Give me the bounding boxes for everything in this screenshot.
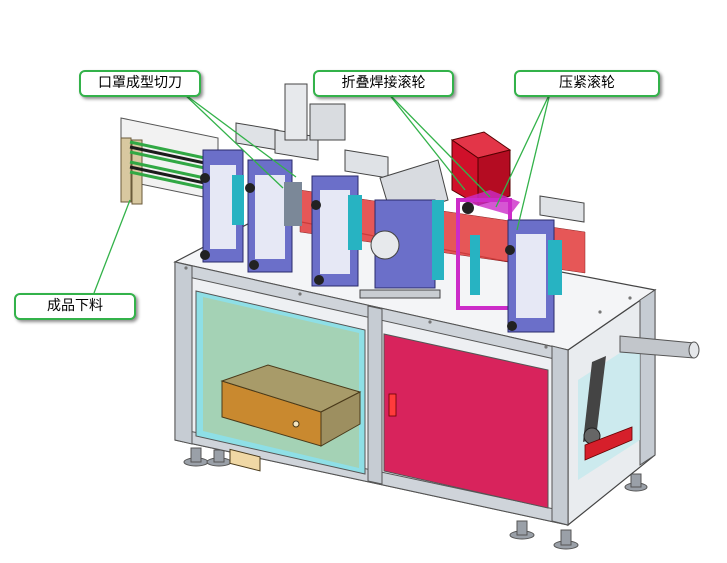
- station-3: [311, 149, 389, 287]
- callout-fold-weld-roller: 折叠焊接滚轮: [313, 70, 454, 97]
- station-modules: [200, 83, 585, 333]
- electrical-box: [220, 364, 362, 472]
- callout-finished-product-output: 成品下料: [14, 293, 136, 320]
- drive-belt: [578, 340, 640, 480]
- output-conveyor: [120, 117, 219, 205]
- output-shaft: [619, 335, 700, 359]
- station-1: [200, 122, 279, 263]
- leader-lines: [93, 92, 551, 294]
- station-4-fold-weld: [359, 159, 449, 299]
- station-6-press: [505, 195, 585, 333]
- callout-press-roller: 压紧滚轮: [514, 70, 660, 97]
- right-cabinet-door: [383, 333, 549, 509]
- leveling-feet: [183, 447, 648, 550]
- cutter-tower: [284, 83, 346, 141]
- station-2-cutter: [245, 129, 319, 273]
- callout-mask-forming-cutter: 口罩成型切刀: [79, 70, 201, 97]
